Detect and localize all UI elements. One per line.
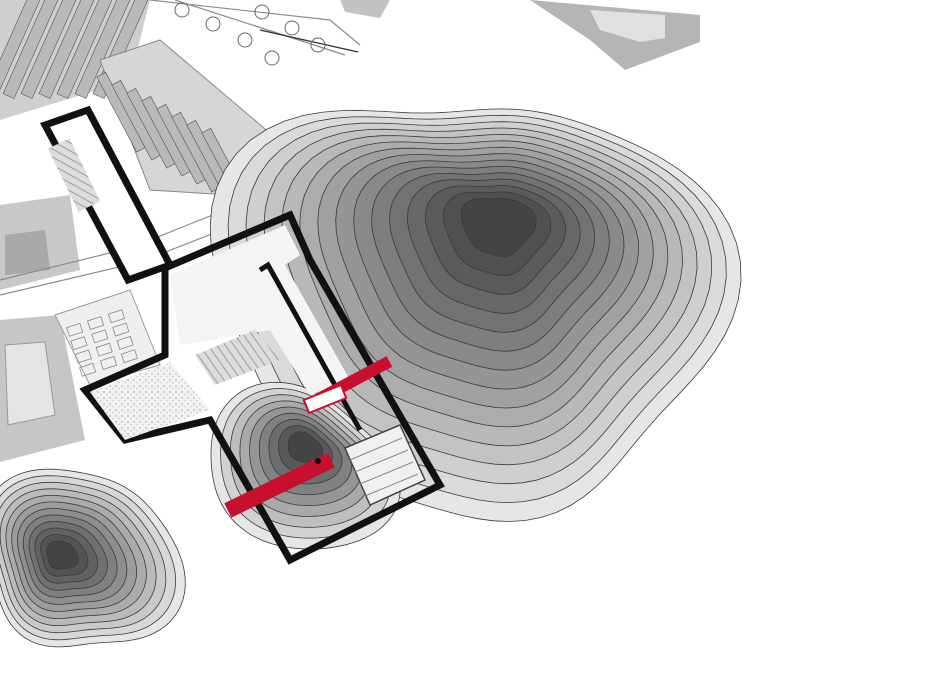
building-block	[5, 230, 50, 275]
road-edge	[174, 0, 346, 56]
parking-stall	[112, 322, 130, 337]
parking-stall	[116, 335, 134, 350]
parking-stall	[120, 349, 138, 364]
beam-anchor	[315, 458, 321, 464]
parking-stall	[86, 316, 105, 330]
parking-stall	[66, 322, 84, 337]
tree-symbol	[205, 16, 221, 32]
wall-inner	[258, 261, 363, 432]
tree-symbol	[237, 32, 253, 48]
road-line	[259, 29, 359, 53]
ramp	[195, 330, 280, 385]
road-edge	[149, 0, 361, 46]
building-strip	[74, 0, 132, 99]
building-strip	[0, 0, 42, 99]
building-block	[530, 0, 700, 70]
terrace	[90, 362, 210, 440]
building-strip	[56, 0, 114, 99]
building-strip	[2, 0, 60, 99]
tree-symbol	[310, 37, 326, 53]
building-strip	[38, 0, 96, 99]
building-strip	[20, 0, 78, 99]
tree-symbol	[264, 50, 280, 66]
building-block	[340, 0, 390, 18]
tower-stair	[302, 383, 348, 415]
red-beam-large	[224, 452, 335, 518]
court-floor	[170, 225, 350, 395]
contour-line	[460, 197, 537, 258]
parking-stall	[95, 342, 113, 357]
parking-stall	[99, 356, 118, 370]
pavilion-stripes	[349, 437, 419, 497]
parking-stall	[70, 336, 88, 351]
parking-stall	[91, 329, 109, 344]
tree-symbol	[284, 20, 300, 36]
urban-blocks	[0, 0, 700, 462]
building-block-light	[590, 10, 665, 42]
wall-main-court	[79, 210, 445, 565]
tree-symbol	[174, 2, 190, 18]
tree-symbol	[254, 4, 270, 20]
contour-line	[45, 540, 79, 570]
parking-stall	[107, 309, 126, 324]
parking-stalls	[66, 309, 138, 377]
building-block	[4, 341, 56, 426]
parking-stall	[79, 362, 97, 377]
pavilion-roof	[344, 424, 426, 506]
building-plan	[39, 105, 445, 565]
tree-row	[174, 2, 326, 66]
tower-interior	[47, 138, 101, 212]
terrain-south-west-hill	[0, 468, 186, 648]
terrain-main-ridge	[209, 108, 742, 522]
parking-stall	[74, 349, 92, 364]
